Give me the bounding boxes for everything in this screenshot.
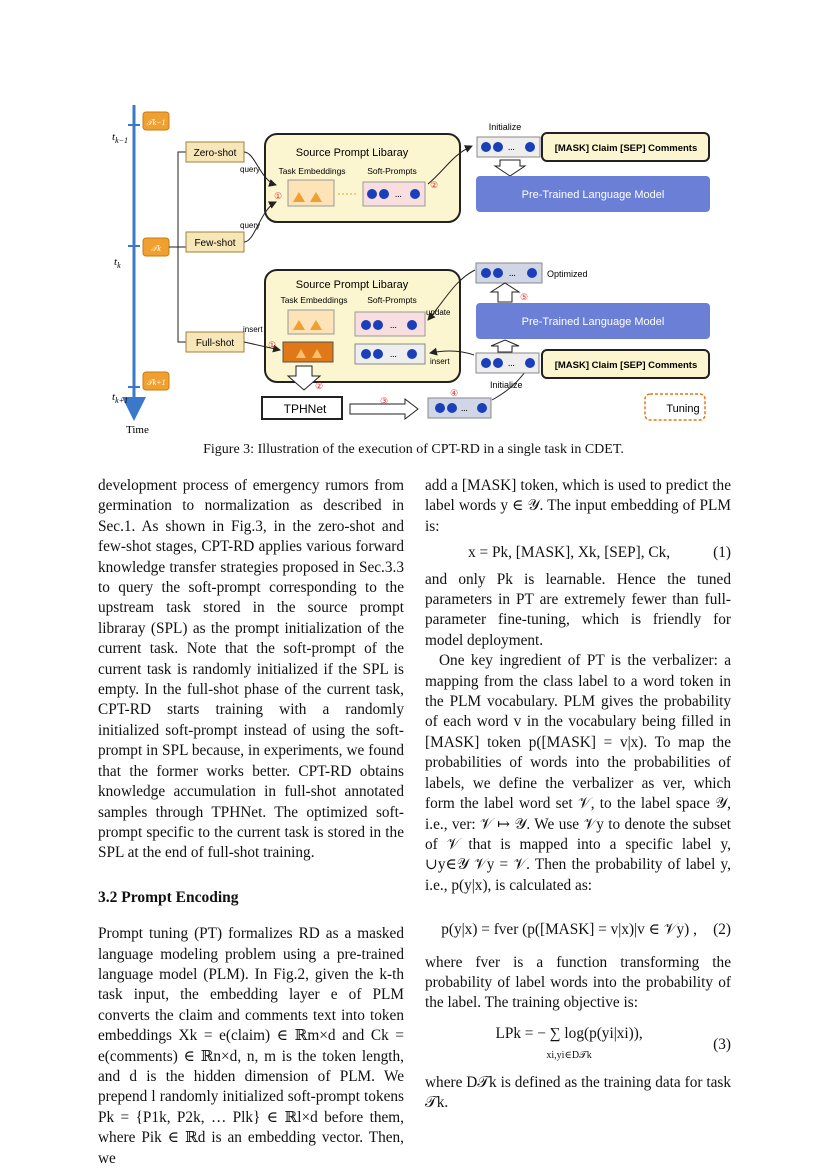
equation-1: x = Pk, [MASK], Xk, [SEP], Ck,(1) xyxy=(468,544,731,562)
right-paragraph-5: where D𝒯k is defined as the training dat… xyxy=(425,1073,731,1111)
svg-text:Few-shot: Few-shot xyxy=(194,238,235,249)
svg-text:③: ③ xyxy=(380,396,388,406)
section-heading: 3.2 Prompt Encoding xyxy=(98,888,239,906)
svg-text:Initialize: Initialize xyxy=(489,122,522,132)
svg-text:Full-shot: Full-shot xyxy=(196,338,235,349)
svg-text:①: ① xyxy=(274,191,282,201)
right-column: add a [MASK] token, which is used to pre… xyxy=(425,476,731,1113)
svg-text:query: query xyxy=(240,221,260,230)
svg-text:...: ... xyxy=(390,349,397,359)
tphnet-box xyxy=(261,396,343,420)
svg-text:...: ... xyxy=(508,358,515,368)
task-next-box xyxy=(142,371,170,391)
left-column: development process of emergency rumors … xyxy=(98,476,404,1169)
svg-text:④: ④ xyxy=(450,388,458,398)
left-paragraph-2: Prompt tuning (PT) formalizes RD as a ma… xyxy=(98,925,404,1167)
figure-diagram: tk−1 tk tk+1 Time 𝒯k−1 𝒯k 𝒯k+1 Zero-shot… xyxy=(112,105,710,436)
svg-text:𝒯k: 𝒯k xyxy=(151,244,161,253)
svg-text:insert: insert xyxy=(430,357,450,366)
svg-text:Zero-shot: Zero-shot xyxy=(194,148,237,159)
right-paragraph-2: and only Pk is learnable. Hence the tune… xyxy=(425,570,731,649)
plm-top xyxy=(476,176,710,212)
right-paragraph-3: One key ingredient of PT is the verbaliz… xyxy=(425,652,731,894)
t-next-label: tk+1 xyxy=(112,391,128,405)
svg-text:⑤: ⑤ xyxy=(520,292,528,302)
svg-text:[MASK] Claim [SEP] Comments: [MASK] Claim [SEP] Comments xyxy=(555,360,698,371)
equation-3: LPk = − ∑ log(p(yi|xi)),xi,yi∈D𝒯k(3) xyxy=(495,1024,731,1062)
svg-text:query: query xyxy=(240,165,260,174)
plm-bottom xyxy=(476,303,710,339)
svg-text:Pre-Trained Language Model: Pre-Trained Language Model xyxy=(522,189,665,201)
svg-text:Initialize: Initialize xyxy=(490,380,523,390)
svg-text:𝒯k−1: 𝒯k−1 xyxy=(146,118,165,127)
task-prev-box xyxy=(142,111,170,131)
svg-text:update: update xyxy=(426,308,451,317)
svg-text:[MASK] Claim [SEP] Comments: [MASK] Claim [SEP] Comments xyxy=(555,143,698,154)
svg-text:Task Embeddings: Task Embeddings xyxy=(280,295,347,305)
svg-text:...: ... xyxy=(395,189,402,199)
svg-text:...: ... xyxy=(390,320,397,330)
svg-text:②: ② xyxy=(430,180,438,190)
equation-2: p(y|x) = fver (p([MASK] = v|x)|v ∈ 𝒱y) ,… xyxy=(441,921,731,939)
svg-text:Source Prompt Libaray: Source Prompt Libaray xyxy=(296,279,409,291)
left-paragraph-1: development process of emergency rumors … xyxy=(98,477,404,862)
svg-text:Soft-Prompts: Soft-Prompts xyxy=(367,166,417,176)
svg-text:TPHNet: TPHNet xyxy=(284,402,327,416)
svg-text:Tuning: Tuning xyxy=(666,403,699,415)
svg-text:...: ... xyxy=(508,142,515,152)
svg-text:①: ① xyxy=(268,340,276,350)
svg-text:...: ... xyxy=(509,268,516,278)
svg-text:𝒯k+1: 𝒯k+1 xyxy=(146,378,165,387)
svg-text:Source Prompt Libaray: Source Prompt Libaray xyxy=(296,147,409,159)
right-paragraph-4: where fver is a function transforming th… xyxy=(425,953,731,1012)
t-cur-label: tk xyxy=(114,256,121,270)
svg-text:Soft-Prompts: Soft-Prompts xyxy=(367,295,417,305)
tuning-legend xyxy=(644,393,706,421)
t-prev-label: tk−1 xyxy=(112,131,128,145)
svg-text:②: ② xyxy=(315,381,323,391)
svg-text:Optimized: Optimized xyxy=(547,269,588,279)
figure-caption: Figure 3: Illustration of the execution … xyxy=(203,442,624,457)
svg-text:Pre-Trained Language Model: Pre-Trained Language Model xyxy=(522,316,665,328)
right-paragraph-1: add a [MASK] token, which is used to pre… xyxy=(425,477,731,535)
svg-text:insert: insert xyxy=(243,325,263,334)
time-label: Time xyxy=(126,424,149,436)
svg-text:Task Embeddings: Task Embeddings xyxy=(278,166,345,176)
svg-text:...: ... xyxy=(461,403,468,413)
